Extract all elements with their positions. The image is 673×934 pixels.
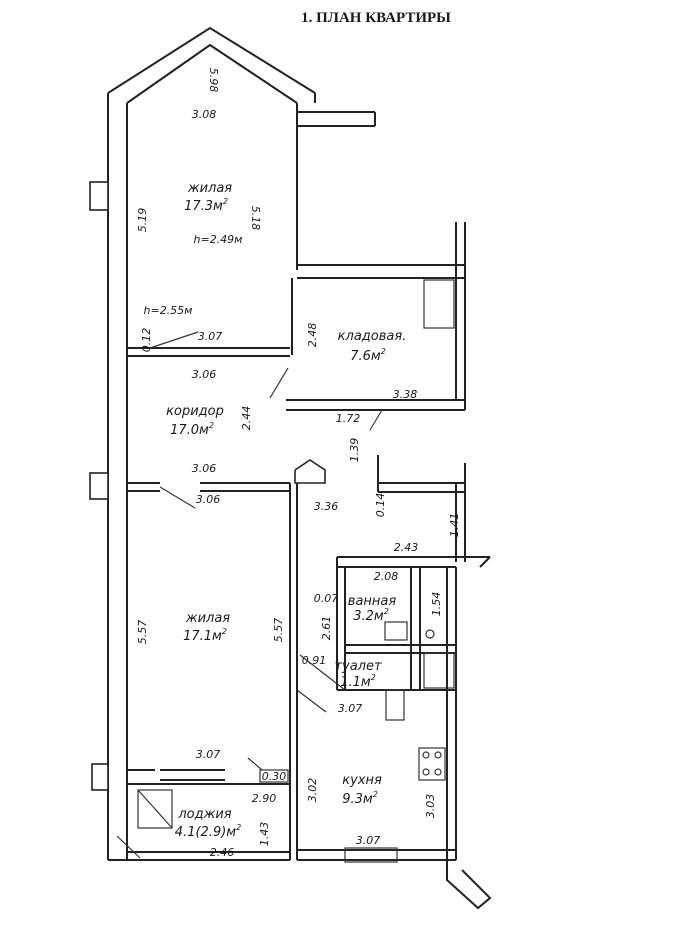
dim-label: 3.07 (198, 330, 223, 343)
dim-label: 0.30 (262, 770, 287, 783)
dim-label: 3.36 (314, 500, 339, 513)
dim-label: 2.48 (306, 323, 319, 348)
dim-label: 1.72 (336, 412, 361, 425)
dim-label: 2.46 (210, 846, 235, 859)
dim-label: 3.06 (192, 462, 217, 475)
room-area-living2: 17.1м2 (183, 627, 227, 644)
dim-label: 3.06 (196, 493, 221, 506)
room-name-wc: туалет (334, 659, 382, 674)
dim-label: 0.07 (314, 592, 339, 605)
dim-label: 2.61 (320, 616, 333, 641)
dim-label: 3.07 (196, 748, 221, 761)
dim-label: 0.14 (374, 493, 387, 518)
dim-label: 2.90 (252, 792, 277, 805)
room-area-storage: 7.6м2 (350, 347, 386, 364)
dim-label: 3.08 (192, 108, 217, 121)
dim-label: 2.44 (240, 406, 253, 431)
room-name-corridor: коридор (166, 404, 224, 419)
dim-label: 1.39 (348, 438, 361, 463)
dim-label: 5.98 (207, 68, 220, 93)
dim-label: 1.54 (430, 592, 443, 617)
room-area-wc: 1.1м2 (340, 673, 376, 690)
room-labels: жилая 17.3м2 h=2.49м кладовая. 7.6м2 h=2… (144, 181, 407, 840)
dim-label: 3.07 (338, 702, 363, 715)
room-height-corridor: h=2.55м (144, 304, 193, 317)
room-area-corridor: 17.0м2 (170, 421, 214, 438)
dim-label: 0.12 (140, 328, 153, 353)
dim-label: 5.19 (136, 208, 149, 233)
room-height-living1: h=2.49м (194, 233, 243, 246)
dim-label: 5.18 (249, 206, 262, 231)
dimension-labels: 5.98 3.08 5.19 5.18 0.12 3.07 3.06 2.48 … (136, 68, 461, 859)
room-name-storage: кладовая. (338, 329, 407, 344)
dim-label: 2.43 (394, 541, 419, 554)
dim-label: 5.57 (136, 620, 149, 645)
room-name-kitchen: кухня (342, 773, 382, 788)
room-name-living1: жилая (187, 181, 232, 196)
dim-label: 3.03 (424, 794, 437, 819)
room-name-loggia: лоджия (177, 807, 231, 822)
dim-label: 3.38 (393, 388, 418, 401)
dim-label: 1.43 (258, 822, 271, 847)
room-area-bath: 3.2м2 (353, 607, 389, 624)
dim-label: 3.06 (192, 368, 217, 381)
dim-label: 1.41 (448, 513, 461, 538)
room-area-kitchen: 9.3м2 (342, 790, 378, 807)
room-area-living1: 17.3м2 (184, 197, 228, 214)
room-name-bath: ванная (348, 594, 397, 609)
plan-title: 1. ПЛАН КВАРТИРЫ (301, 10, 451, 26)
walls (89, 26, 492, 910)
dim-label: 0.91 (302, 654, 327, 667)
dim-label: 5.57 (272, 618, 285, 643)
room-area-loggia: 4.1(2.9)м2 (175, 823, 241, 840)
dim-label: 3.02 (306, 778, 319, 803)
room-name-living2: жилая (185, 611, 230, 626)
dim-label: 3.07 (356, 834, 381, 847)
dim-label: 2.08 (374, 570, 399, 583)
